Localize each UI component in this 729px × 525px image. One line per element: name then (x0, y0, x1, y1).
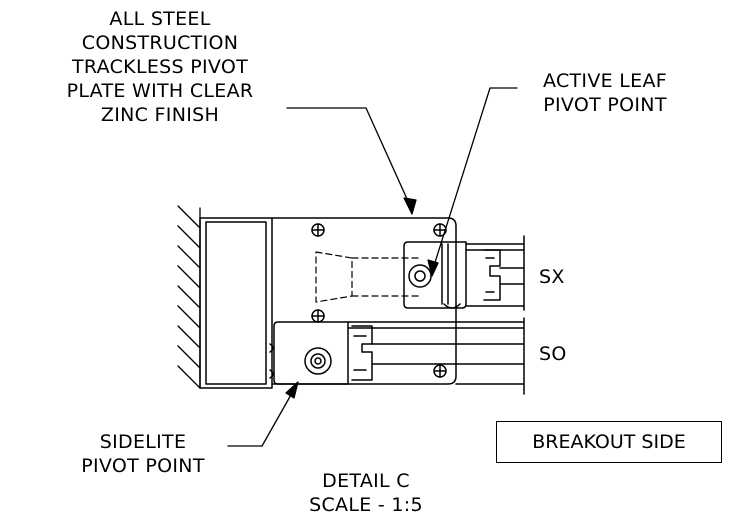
sx-door-stile (465, 235, 525, 311)
so-label: SO (539, 343, 567, 365)
leader-lines (227, 87, 518, 447)
steel-note-label: ALL STEEL CONSTRUCTION TRACKLESS PIVOT P… (66, 8, 254, 126)
active-leaf-pivot-label: ACTIVE LEAF PIVOT POINT (543, 70, 667, 116)
active-leaf-housing (403, 241, 467, 309)
breakout-side-box: BREAKOUT SIDE (496, 421, 722, 463)
detail-title: DETAIL C SCALE - 1:5 (309, 470, 423, 516)
frame-jamb (199, 217, 273, 389)
wall-hatch (177, 205, 201, 389)
sx-label: SX (539, 266, 565, 288)
sidelite-pivot-label: SIDELITE PIVOT POINT (81, 431, 205, 477)
hidden-arm (315, 251, 421, 303)
screw-symbols (311, 223, 447, 378)
so-sidelite-rail (347, 317, 525, 395)
pivot-plate-outline (271, 217, 457, 385)
sidelite-housing (269, 321, 349, 385)
